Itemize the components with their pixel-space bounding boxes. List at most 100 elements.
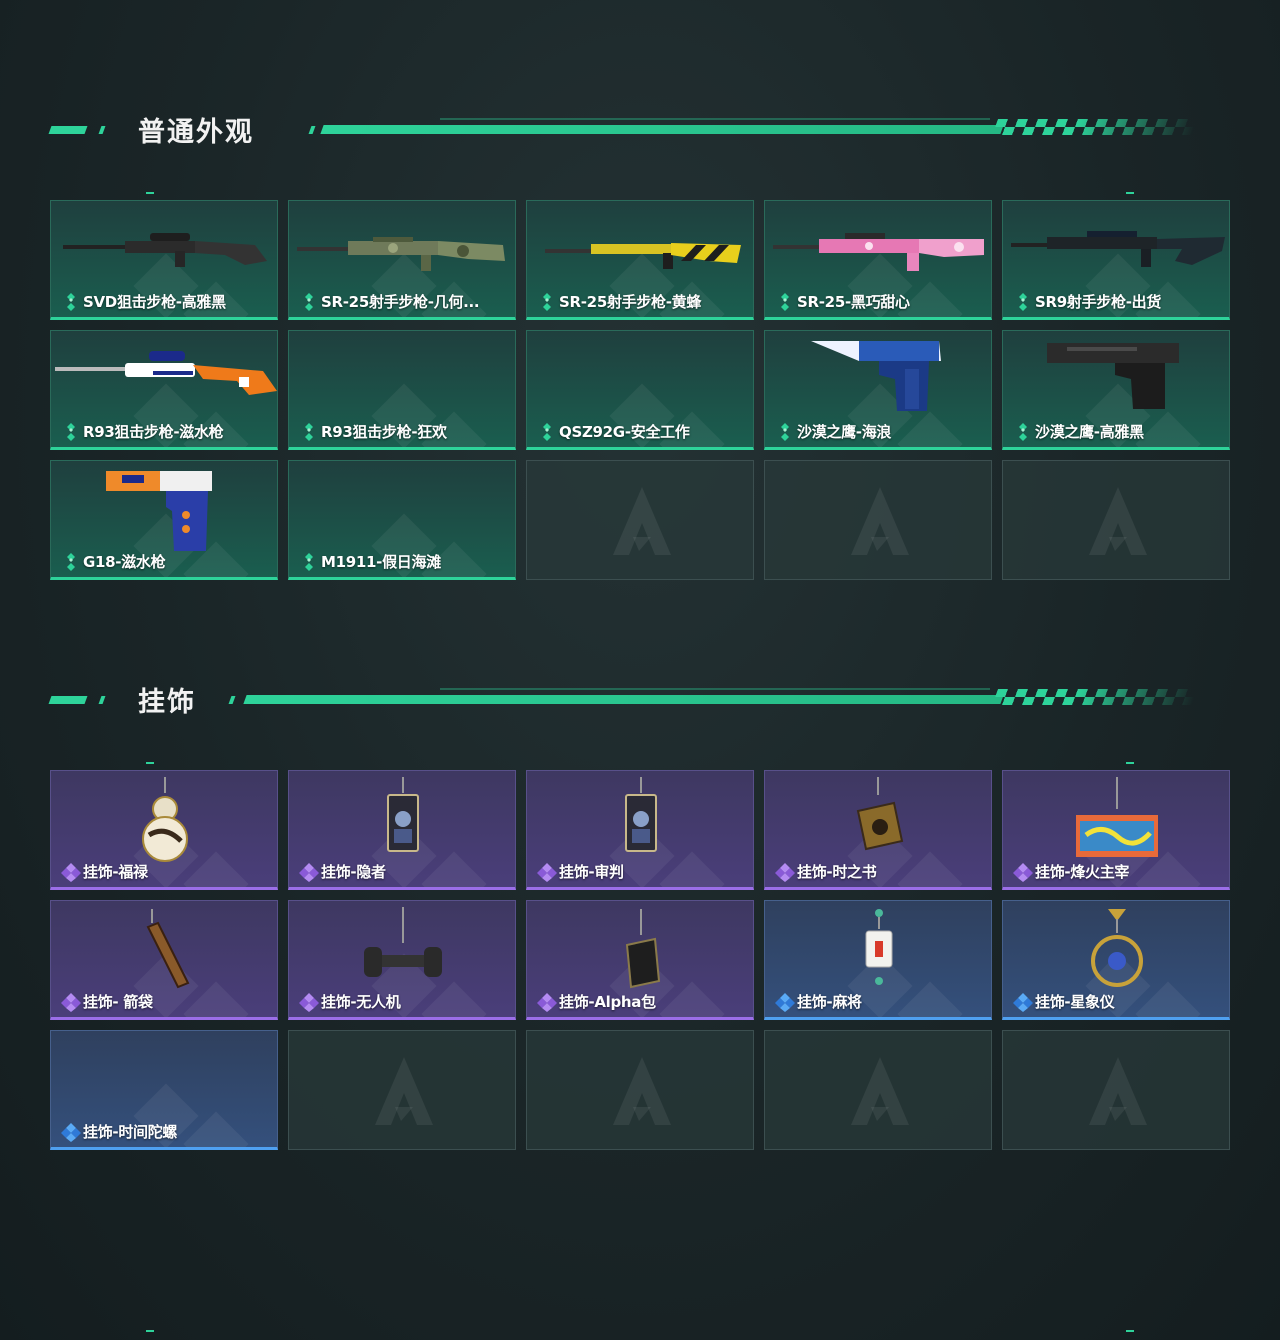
green-rarity-icon [537, 422, 557, 442]
section-title: 普通外观 [138, 117, 254, 148]
item-label: SR-25射手步枪-黄蜂 [559, 293, 702, 311]
card-charm-image [378, 775, 428, 875]
blue-rarity-icon [775, 992, 795, 1012]
item-label: 沙漠之鹰-海浪 [797, 423, 892, 441]
skin-card[interactable]: G18-滋水枪 [50, 460, 278, 580]
blue-pistol-image [799, 335, 959, 419]
purple-rarity-icon [775, 862, 795, 882]
yellow-rifle-image [531, 215, 751, 279]
green-rarity-icon [299, 422, 319, 442]
item-label: 挂饰-时间陀螺 [83, 1123, 178, 1141]
charm-card[interactable]: 挂饰-时间陀螺 [50, 1030, 278, 1150]
charm-card[interactable]: 挂饰-审判 [526, 770, 754, 890]
header-dash [48, 696, 88, 704]
logo-watermark-icon [373, 1055, 435, 1127]
charm-card[interactable]: 挂饰-Alpha包 [526, 900, 754, 1020]
item-label: R93狙击步枪-狂欢 [321, 423, 447, 441]
skin-card[interactable]: SR-25-黑巧甜心 [764, 200, 992, 320]
charm-card[interactable]: 挂饰-时之书 [764, 770, 992, 890]
item-label: QSZ92G-安全工作 [559, 423, 690, 441]
green-rarity-icon [61, 552, 81, 572]
empty-slot [764, 1030, 992, 1150]
green-rarity-icon [775, 292, 795, 312]
sniper-rifle-image [55, 215, 275, 279]
item-label: 沙漠之鹰-高雅黑 [1035, 423, 1144, 441]
item-label: 挂饰-星象仪 [1035, 993, 1115, 1011]
logo-watermark-icon [849, 485, 911, 557]
header-thin-line [440, 118, 990, 120]
logo-watermark-icon [611, 1055, 673, 1127]
skin-card[interactable]: M1911-假日海滩 [288, 460, 516, 580]
section-title: 挂饰 [138, 687, 196, 718]
skin-card[interactable]: SVD狙击步枪-高雅黑 [50, 200, 278, 320]
blue-rarity-icon [1013, 992, 1033, 1012]
section-header: 挂饰 [0, 686, 1280, 718]
purple-rarity-icon [299, 992, 319, 1012]
skin-card[interactable]: 沙漠之鹰-高雅黑 [1002, 330, 1230, 450]
empty-slot [764, 460, 992, 580]
item-label: M1911-假日海滩 [321, 553, 441, 571]
skin-card[interactable]: R93狙击步枪-滋水枪 [50, 330, 278, 450]
corner-tick [146, 1330, 154, 1332]
logo-watermark-icon [1087, 485, 1149, 557]
purple-rarity-icon [299, 862, 319, 882]
purple-rarity-icon [61, 992, 81, 1012]
skin-card[interactable]: 沙漠之鹰-海浪 [764, 330, 992, 450]
green-rarity-icon [61, 292, 81, 312]
corner-tick [1126, 1330, 1134, 1332]
header-dash [98, 126, 106, 134]
item-label: SVD狙击步枪-高雅黑 [83, 293, 226, 311]
green-rarity-icon [299, 292, 319, 312]
green-rarity-icon [61, 422, 81, 442]
skin-card[interactable]: SR-25射手步枪-几何... [288, 200, 516, 320]
empty-slot [288, 1030, 516, 1150]
logo-watermark-icon [611, 485, 673, 557]
empty-slot [526, 460, 754, 580]
item-label: 挂饰- 箭袋 [83, 993, 153, 1011]
item-label: 挂饰-时之书 [797, 863, 877, 881]
charm-card[interactable]: 挂饰-福禄 [50, 770, 278, 890]
corner-tick [146, 762, 154, 764]
gourd-charm-image [135, 775, 195, 875]
astrolabe-charm-image [1082, 905, 1152, 1005]
charm-card[interactable]: 挂饰-隐者 [288, 770, 516, 890]
purple-rarity-icon [61, 862, 81, 882]
section-header: 普通外观 [0, 116, 1280, 148]
charm-card[interactable]: 挂饰-烽火主宰 [1002, 770, 1230, 890]
black-pistol-image [1037, 335, 1197, 419]
skin-card[interactable]: SR-25射手步枪-黄蜂 [526, 200, 754, 320]
item-label: 挂饰-无人机 [321, 993, 401, 1011]
charm-card[interactable]: 挂饰-星象仪 [1002, 900, 1230, 1020]
camo-rifle-image [293, 215, 513, 279]
dark-rifle-image [1007, 215, 1227, 279]
empty-slot [526, 1030, 754, 1150]
empty-slot [1002, 1030, 1230, 1150]
skin-card[interactable]: SR9射手步枪-出货 [1002, 200, 1230, 320]
item-label: 挂饰-Alpha包 [559, 993, 656, 1011]
purple-rarity-icon [537, 862, 557, 882]
skin-card[interactable]: QSZ92G-安全工作 [526, 330, 754, 450]
header-checker-pattern [992, 689, 1198, 705]
green-rarity-icon [1013, 422, 1033, 442]
corner-tick [1126, 192, 1134, 194]
corner-tick [146, 192, 154, 194]
drone-charm-image [358, 905, 448, 1005]
water-pistol-image [100, 463, 230, 557]
header-checker-pattern [992, 119, 1198, 135]
green-rarity-icon [299, 552, 319, 572]
item-label: 挂饰-烽火主宰 [1035, 863, 1130, 881]
skin-card[interactable]: R93狙击步枪-狂欢 [288, 330, 516, 450]
charm-card[interactable]: 挂饰- 箭袋 [50, 900, 278, 1020]
blue-rarity-icon [61, 1122, 81, 1142]
quiver-charm-image [130, 905, 200, 1005]
item-label: 挂饰-福禄 [83, 863, 148, 881]
item-label: SR9射手步枪-出货 [1035, 293, 1162, 311]
bag-charm-image [611, 905, 671, 1005]
item-label: 挂饰-隐者 [321, 863, 386, 881]
card-charm-image [616, 775, 666, 875]
logo-watermark-icon [1087, 1055, 1149, 1127]
logo-watermark-icon [849, 1055, 911, 1127]
charm-card[interactable]: 挂饰-麻将 [764, 900, 992, 1020]
charm-card[interactable]: 挂饰-无人机 [288, 900, 516, 1020]
header-thin-line [440, 688, 990, 690]
